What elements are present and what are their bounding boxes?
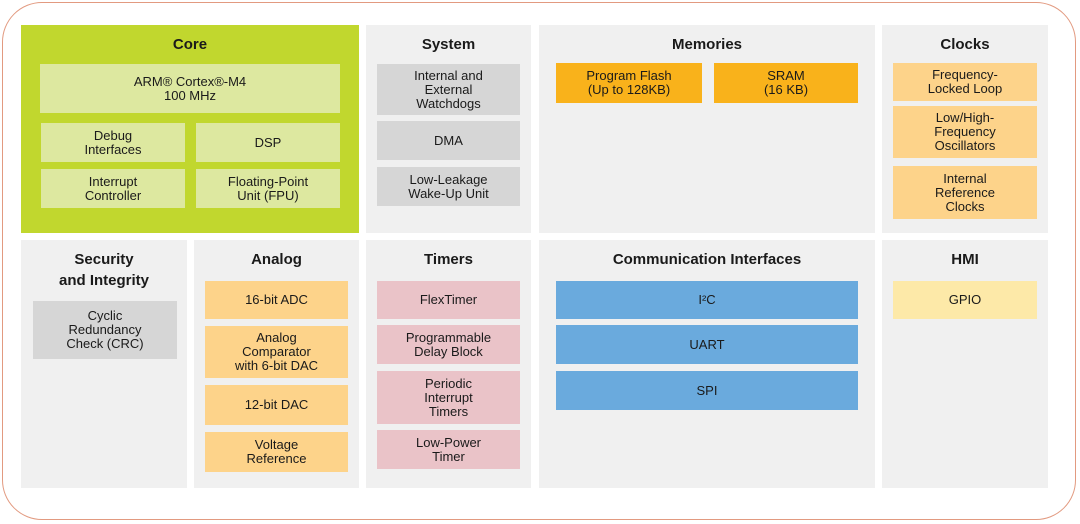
- oscillators-block: Low/High- Frequency Oscillators: [893, 106, 1037, 158]
- programmable-delay-block: Programmable Delay Block: [377, 325, 520, 364]
- hmi-panel: HMI GPIO: [882, 240, 1048, 488]
- memories-panel: Memories Program Flash (Up to 128KB) SRA…: [539, 25, 875, 233]
- arm-cortex-m4-block: ARM® Cortex®-M4 100 MHz: [40, 64, 340, 113]
- internal-reference-clocks-block: Internal Reference Clocks: [893, 166, 1037, 219]
- communication-title: Communication Interfaces: [612, 251, 802, 268]
- crc-block: Cyclic Redundancy Check (CRC): [33, 301, 177, 359]
- flextimer-block: FlexTimer: [377, 281, 520, 319]
- system-panel: System Internal and External Watchdogs D…: [366, 25, 531, 233]
- spi-block: SPI: [556, 371, 858, 410]
- core-title: Core: [172, 36, 208, 53]
- dsp-block: DSP: [196, 123, 340, 162]
- clocks-title: Clocks: [940, 36, 990, 53]
- communication-panel: Communication Interfaces I²C UART SPI: [539, 240, 875, 488]
- memories-title: Memories: [671, 36, 743, 53]
- i2c-block: I²C: [556, 281, 858, 319]
- sram-block: SRAM (16 KB): [714, 63, 858, 103]
- gpio-block: GPIO: [893, 281, 1037, 319]
- analog-title: Analog: [251, 251, 302, 268]
- uart-block: UART: [556, 325, 858, 364]
- dma-block: DMA: [377, 121, 520, 160]
- core-panel: Core ARM® Cortex®-M4 100 MHz Debug Inter…: [21, 25, 359, 233]
- adc-block: 16-bit ADC: [205, 281, 348, 319]
- debug-interfaces-block: Debug Interfaces: [41, 123, 185, 162]
- hmi-title: HMI: [951, 251, 979, 268]
- security-title: Security and Integrity: [58, 251, 149, 289]
- timers-panel: Timers FlexTimer Programmable Delay Bloc…: [366, 240, 531, 488]
- timers-title: Timers: [424, 251, 473, 268]
- low-power-timer-block: Low-Power Timer: [377, 430, 520, 469]
- interrupt-controller-block: Interrupt Controller: [41, 169, 185, 208]
- clocks-panel: Clocks Frequency- Locked Loop Low/High- …: [882, 25, 1048, 233]
- system-title: System: [421, 36, 476, 53]
- fpu-block: Floating-Point Unit (FPU): [196, 169, 340, 208]
- fll-block: Frequency- Locked Loop: [893, 63, 1037, 101]
- voltage-reference-block: Voltage Reference: [205, 432, 348, 472]
- program-flash-block: Program Flash (Up to 128KB): [556, 63, 702, 103]
- security-panel: Security and Integrity Cyclic Redundancy…: [21, 240, 187, 488]
- analog-comparator-block: Analog Comparator with 6-bit DAC: [205, 326, 348, 378]
- dac-block: 12-bit DAC: [205, 385, 348, 425]
- periodic-interrupt-timers-block: Periodic Interrupt Timers: [377, 371, 520, 424]
- wake-up-unit-block: Low-Leakage Wake-Up Unit: [377, 167, 520, 206]
- analog-panel: Analog 16-bit ADC Analog Comparator with…: [194, 240, 359, 488]
- watchdogs-block: Internal and External Watchdogs: [377, 64, 520, 115]
